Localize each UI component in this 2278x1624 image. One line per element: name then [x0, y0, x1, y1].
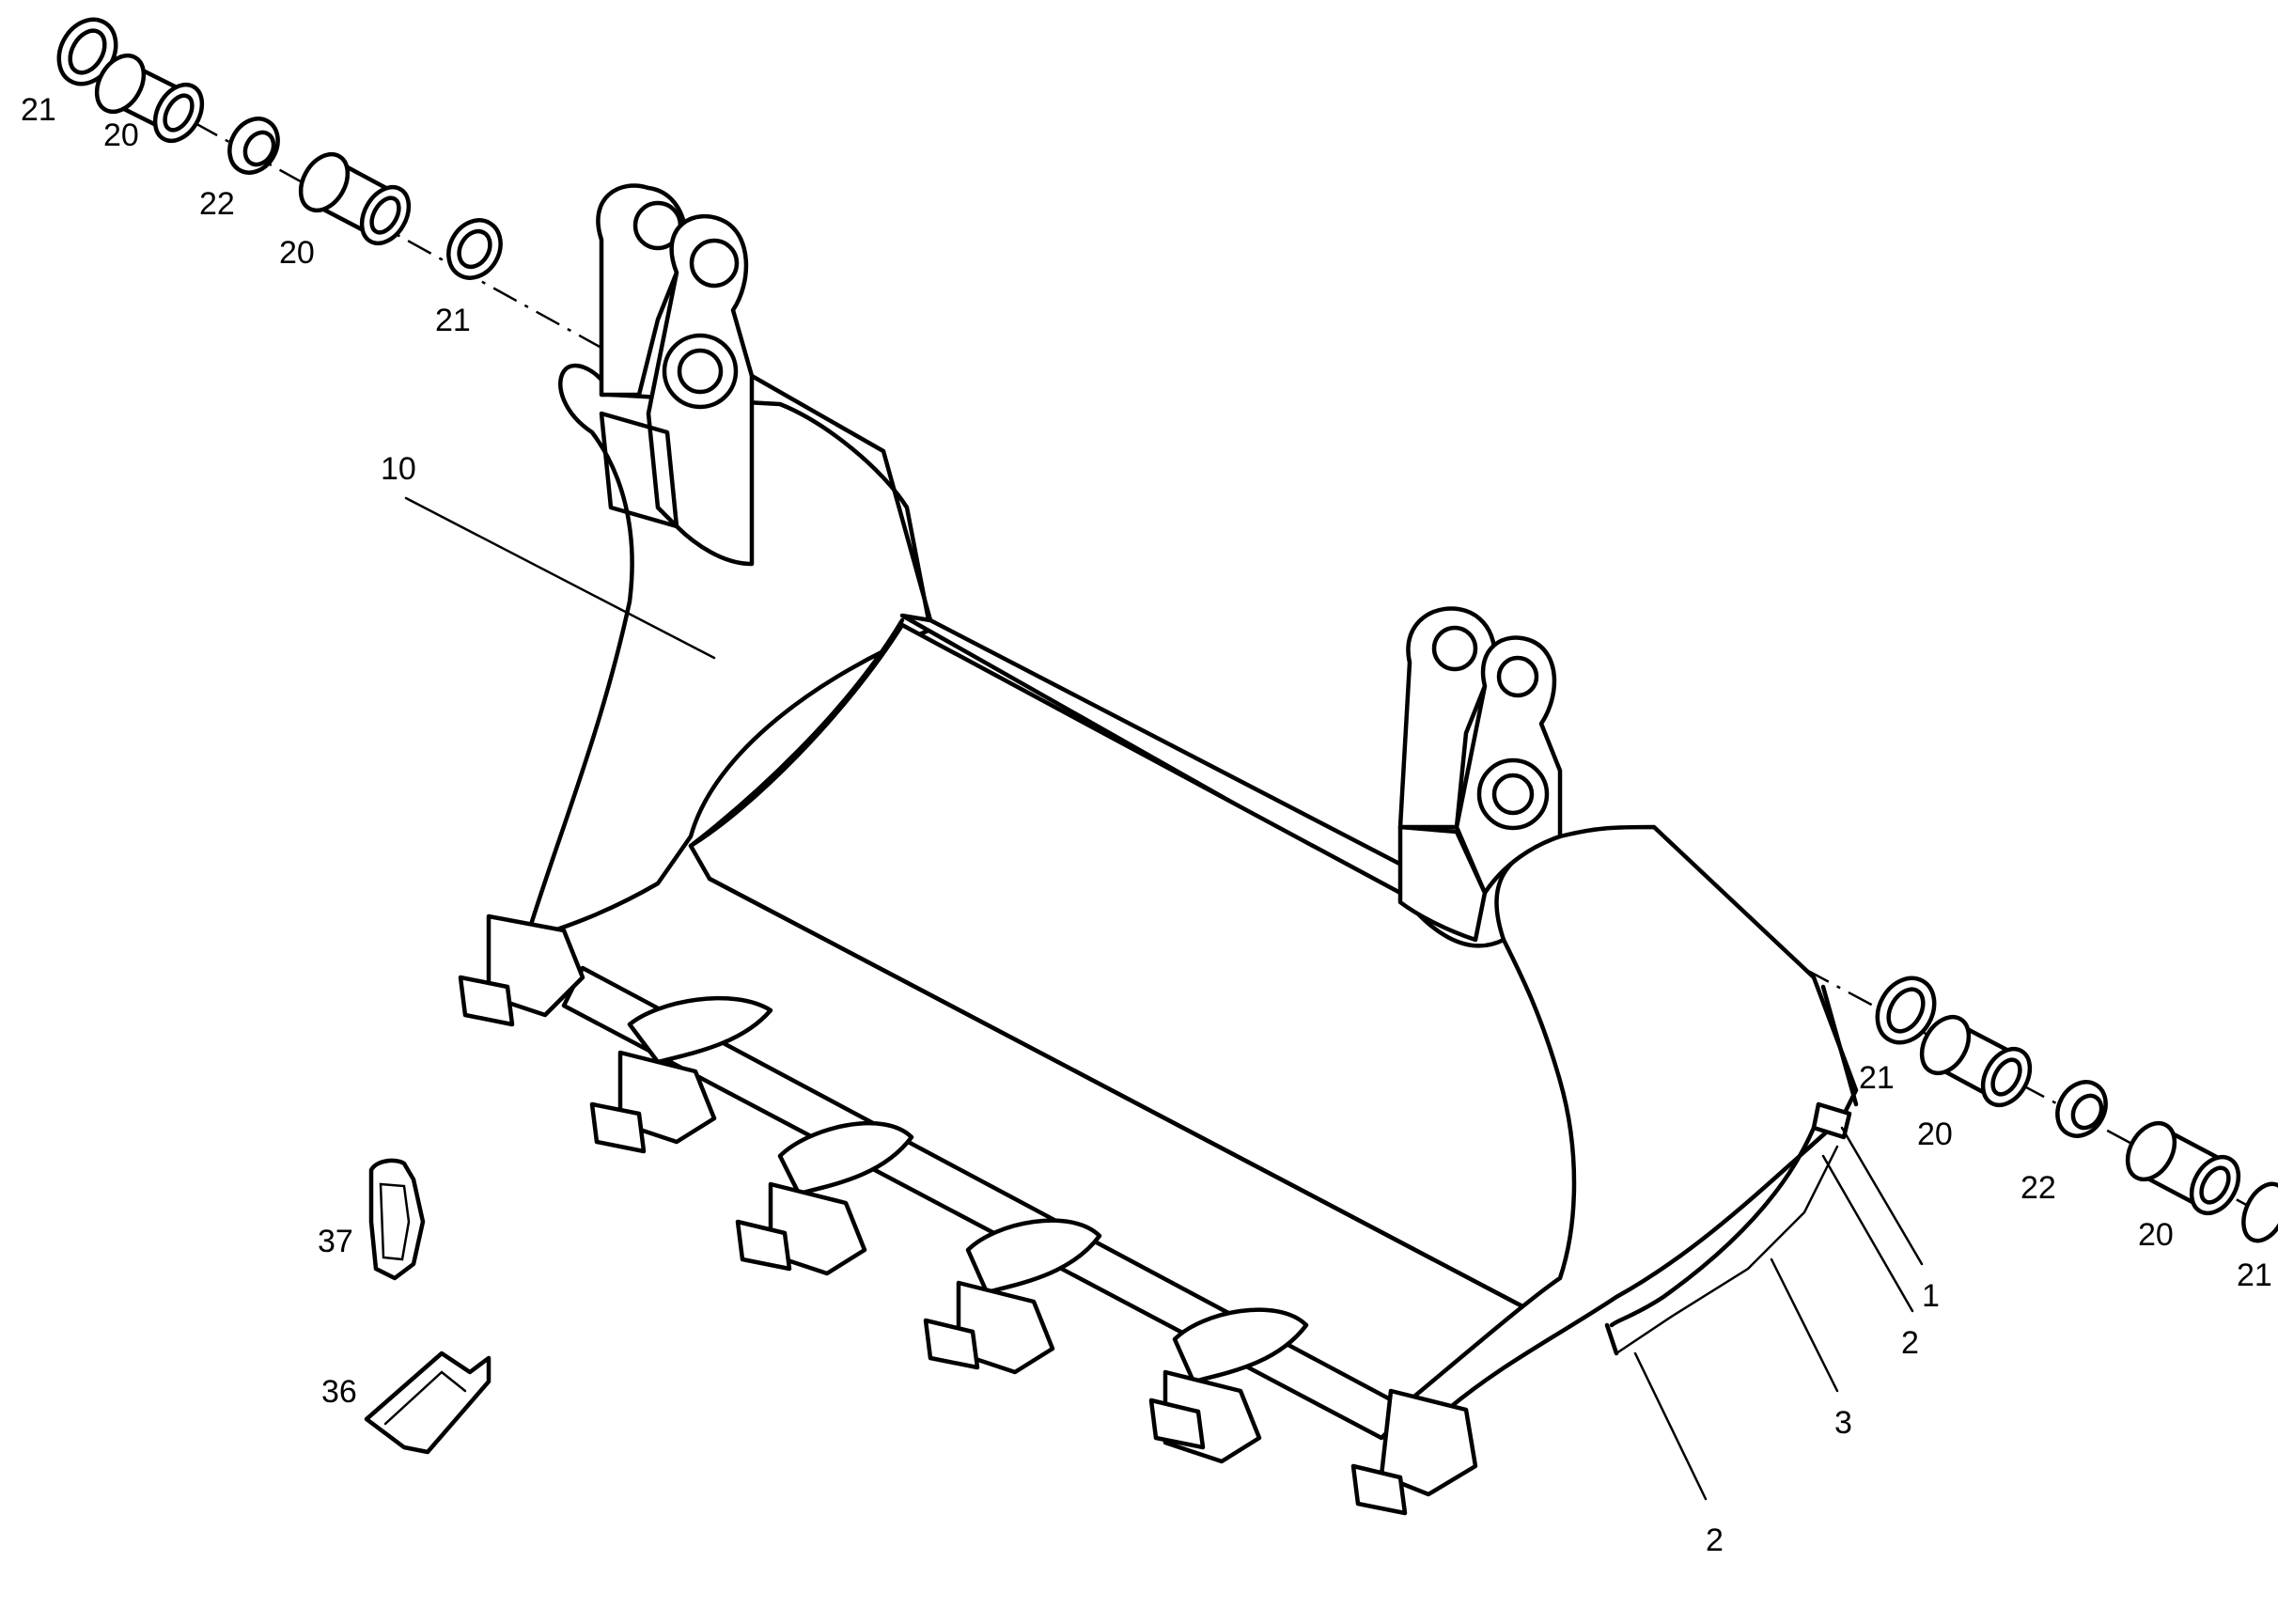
callout-labels: 21 20 22 20 21 10 21 20 22 20 21 1 2 3 2…	[21, 92, 2272, 1558]
washer-21-edge-right	[2241, 1181, 2278, 1243]
bushing-20-upper-left	[94, 53, 205, 144]
callout-2-upper: 2	[1901, 1325, 1919, 1361]
bushing-20-mid-left	[298, 151, 412, 246]
callout-36: 36	[321, 1374, 357, 1410]
callout-10-bucket: 10	[381, 451, 416, 487]
bushing-20-lower-right-a	[1919, 1014, 2033, 1108]
tooth-adapter-4	[923, 1218, 1102, 1375]
callout-1: 1	[1922, 1278, 1940, 1314]
spacer-22-upper-left	[227, 117, 280, 175]
cutting-edge-blade	[561, 965, 1412, 1441]
floor-seam	[707, 876, 1525, 1309]
callout-22-right: 22	[2021, 1170, 2056, 1206]
leader-lines	[404, 496, 1924, 1501]
callout-20-far-right: 20	[2138, 1217, 2174, 1253]
callout-2-lower: 2	[1706, 1522, 1724, 1558]
side-cutter-edge	[1609, 1125, 1817, 1328]
cutting-edge-assembly	[458, 914, 1478, 1516]
callout-37: 37	[318, 1224, 353, 1259]
left-pin-hardware	[56, 17, 503, 280]
callout-3: 3	[1834, 1405, 1852, 1441]
callout-21-far-right: 21	[2237, 1257, 2272, 1293]
right-side-plate	[1407, 824, 1859, 1413]
callout-21-top-left: 21	[21, 92, 56, 128]
leader-2-lower	[1633, 1351, 1708, 1501]
washer-21-mid-left	[446, 218, 503, 280]
tooth-adapter-3	[735, 1121, 914, 1276]
callout-20-mid-left: 20	[279, 235, 315, 271]
spacer-22-lower-right	[2055, 1080, 2108, 1138]
leader-10	[404, 496, 716, 660]
washer-21-lower-right	[1875, 976, 1937, 1045]
callout-21-mid-left: 21	[435, 303, 471, 338]
right-edge-strip	[1820, 984, 1859, 1107]
leader-3	[1770, 1257, 1839, 1393]
callout-22-top-left: 22	[199, 186, 235, 222]
wear-plate-1	[1811, 1101, 1852, 1140]
left-rim-edge	[749, 373, 933, 623]
leader-2-upper	[1821, 1154, 1914, 1313]
bucket-body-10	[523, 183, 1859, 1413]
right-pin-hardware	[1875, 976, 2278, 1243]
callout-20-top-left: 20	[103, 117, 139, 153]
leader-1	[1840, 1126, 1924, 1266]
left-side-plate	[523, 363, 933, 943]
tooth-adapter-2	[589, 995, 773, 1154]
tooth-adapter-5	[1148, 1307, 1309, 1464]
tooth-adapter-1	[458, 914, 585, 1027]
part-36-tooth-detail	[364, 1351, 491, 1455]
part-37-adapter-detail	[368, 1158, 426, 1281]
callout-21-right: 21	[1859, 1060, 1895, 1096]
tooth-adapter-6	[1350, 1388, 1478, 1516]
callout-20-right: 20	[1917, 1116, 1953, 1152]
right-lug-assembly	[1397, 606, 1563, 943]
bushing-20-lower-right-b	[2125, 1120, 2241, 1216]
left-lug-assembly	[596, 183, 755, 567]
